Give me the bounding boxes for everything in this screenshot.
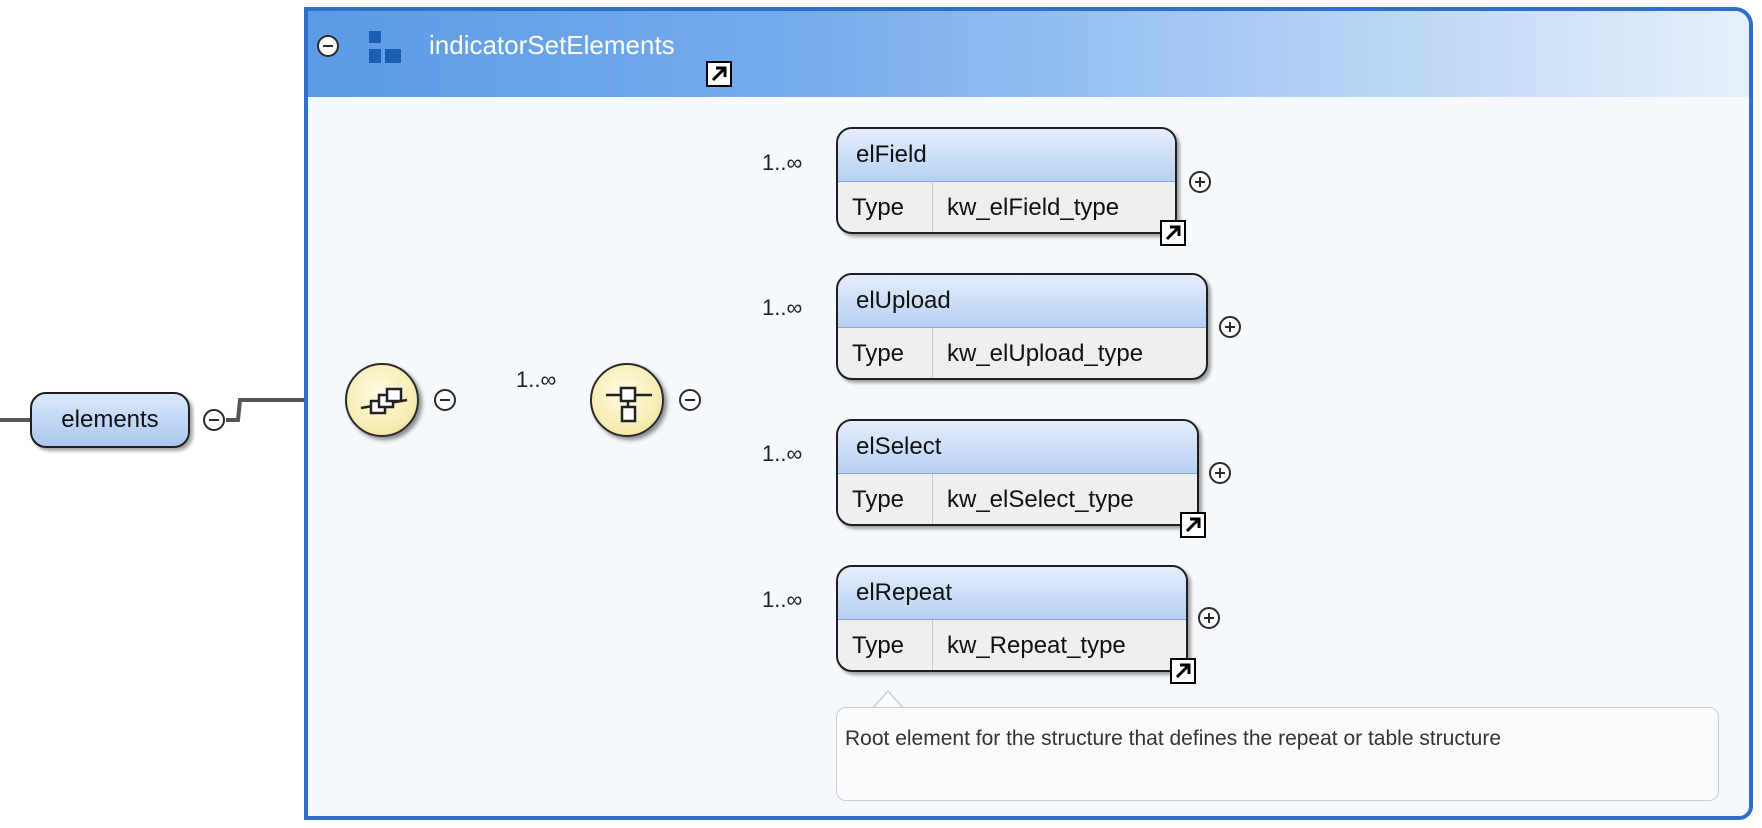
collapse-icon[interactable] — [317, 35, 339, 57]
element-elements[interactable]: elements — [30, 392, 190, 448]
occurrence-label: 1..∞ — [762, 587, 803, 612]
type-label: Type — [838, 182, 933, 232]
occurrence-label: 1..∞ — [762, 441, 803, 466]
annotation: Root element for the structure that defi… — [836, 707, 1719, 801]
element-name: elUpload — [838, 275, 1206, 328]
type-value: kw_elSelect_type — [947, 485, 1134, 513]
element-name: elSelect — [838, 421, 1197, 474]
type-value: kw_Repeat_type — [947, 631, 1126, 659]
type-value: kw_elUpload_type — [947, 339, 1144, 367]
element-elUpload[interactable]: elUpload Type kw_elUpload_type — [836, 273, 1208, 380]
choice-icon — [606, 386, 652, 423]
collapse-icon[interactable] — [434, 389, 456, 411]
expand-icon[interactable] — [1219, 316, 1241, 338]
occurrence-label: 1..∞ — [516, 367, 557, 392]
collapse-icon[interactable] — [203, 409, 225, 431]
element-elRepeat[interactable]: elRepeat Type kw_Repeat_type — [836, 565, 1188, 672]
annotation-pointer — [871, 689, 905, 710]
choice-compositor[interactable] — [590, 363, 664, 437]
collapse-icon[interactable] — [679, 389, 701, 411]
element-name: elRepeat — [838, 567, 1186, 620]
group-container — [304, 7, 1753, 820]
type-value: kw_elField_type — [947, 193, 1120, 221]
sequence-icon — [360, 387, 408, 415]
occurrence-label: 1..∞ — [762, 295, 803, 320]
annotation-text: Root element for the structure that defi… — [845, 727, 1502, 750]
type-label: Type — [838, 620, 933, 670]
link-arrow-icon[interactable] — [706, 61, 732, 87]
type-label: Type — [838, 328, 933, 378]
element-elField[interactable]: elField Type kw_elField_type — [836, 127, 1177, 234]
sequence-compositor[interactable] — [345, 363, 419, 437]
link-arrow-icon[interactable] — [1180, 512, 1206, 538]
occurrence-label: 1..∞ — [762, 150, 803, 175]
expand-icon[interactable] — [1198, 607, 1220, 629]
expand-icon[interactable] — [1209, 462, 1231, 484]
link-arrow-icon[interactable] — [1160, 220, 1186, 246]
element-name: elField — [838, 129, 1175, 182]
element-name: elements — [61, 406, 159, 433]
link-arrow-icon[interactable] — [1170, 658, 1196, 684]
type-label: Type — [838, 474, 933, 524]
element-elSelect[interactable]: elSelect Type kw_elSelect_type — [836, 419, 1199, 526]
expand-icon[interactable] — [1189, 171, 1211, 193]
group-title: indicatorSetElements — [429, 30, 675, 60]
group-icon — [369, 31, 405, 67]
group-header — [308, 11, 1749, 97]
